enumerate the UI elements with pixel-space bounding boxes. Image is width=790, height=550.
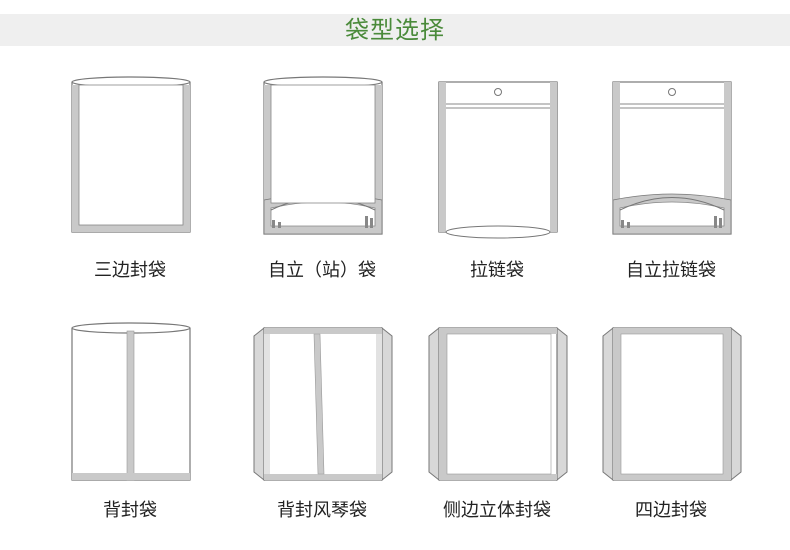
bag-label: 拉链袋 [470, 260, 524, 281]
bag-back-seal-gusset: 背封风琴袋 [242, 300, 402, 540]
bag-label: 侧边立体封袋 [443, 500, 551, 521]
bag-zipper: 拉链袋 [417, 60, 577, 300]
stand-up-zipper-bag-icon [612, 81, 732, 235]
bag-back-seal: 背封袋 [50, 300, 210, 540]
side-gusset-bag-icon [428, 326, 568, 482]
bag-label: 三边封袋 [94, 260, 166, 281]
bag-label: 背封袋 [103, 500, 157, 521]
bag-label: 四边封袋 [635, 500, 707, 521]
bag-stand-up-zipper: 自立拉链袋 [591, 60, 751, 300]
page-title: 袋型选择 [345, 16, 445, 44]
title-bar [0, 14, 790, 46]
bag-side-gusset: 侧边立体封袋 [417, 300, 577, 540]
stand-up-pouch-icon [263, 76, 383, 235]
back-seal-bag-icon [71, 322, 191, 481]
zipper-bag-icon [438, 81, 558, 239]
bag-four-side-seal: 四边封袋 [591, 300, 751, 540]
bag-stand-up: 自立（站）袋 [242, 60, 402, 300]
back-seal-gusset-bag-icon [253, 326, 393, 482]
bag-label: 背封风琴袋 [277, 500, 367, 521]
four-side-seal-bag-icon [602, 326, 742, 482]
bag-label: 自立拉链袋 [626, 260, 716, 281]
bag-label: 自立（站）袋 [268, 260, 376, 281]
three-side-seal-bag-icon [71, 76, 191, 233]
bag-three-side-seal: 三边封袋 [50, 60, 210, 300]
